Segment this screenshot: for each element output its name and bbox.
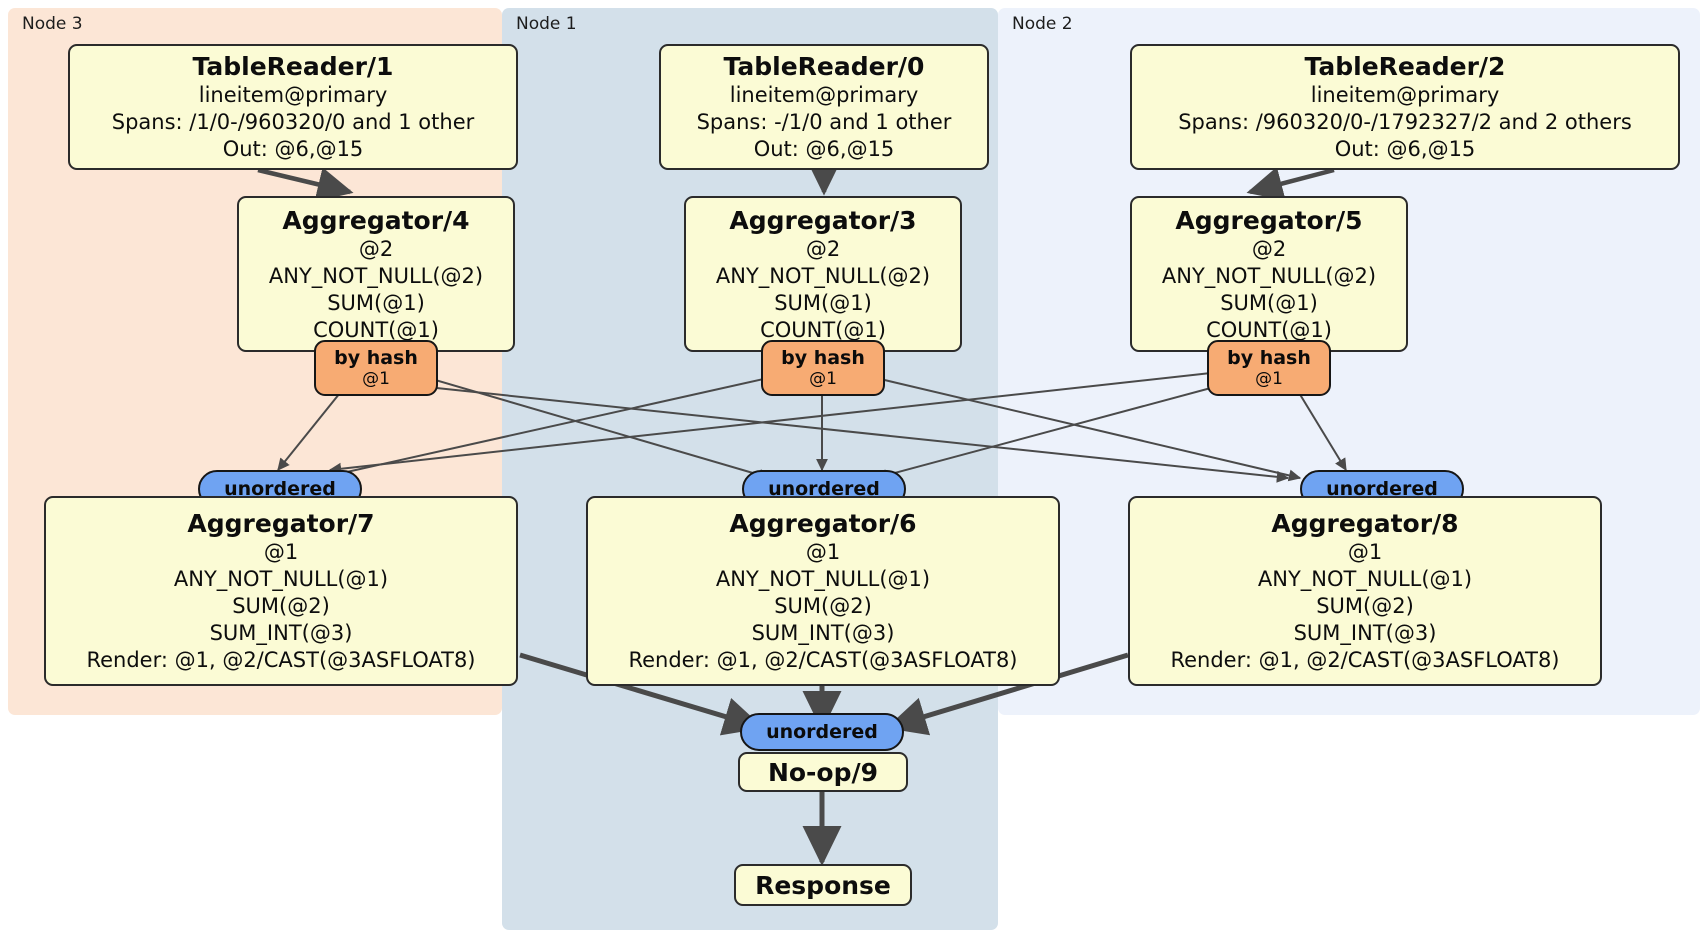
processor-line: Out: @6,@15 bbox=[222, 137, 364, 161]
processor-aggregator-5[interactable]: Aggregator/5 @2 ANY_NOT_NULL(@2) SUM(@1)… bbox=[1130, 196, 1408, 352]
processor-line: @1 bbox=[263, 540, 299, 564]
processor-line: Out: @6,@15 bbox=[753, 137, 895, 161]
processor-title: TableReader/0 bbox=[723, 52, 925, 81]
processor-line: SUM(@2) bbox=[232, 594, 330, 618]
processor-line: ANY_NOT_NULL(@1) bbox=[1257, 567, 1473, 591]
router-label: by hash bbox=[334, 347, 418, 369]
processor-title: Aggregator/3 bbox=[729, 205, 917, 235]
processor-line: SUM(@1) bbox=[774, 290, 872, 315]
processor-line: lineitem@primary bbox=[729, 83, 919, 107]
processor-line: SUM(@2) bbox=[1316, 594, 1414, 618]
processor-line: Render: @1, @2/CAST(@3ASFLOAT8) bbox=[628, 648, 1018, 672]
processor-line: Spans: /1/0-/960320/0 and 1 other bbox=[111, 110, 475, 134]
node-label-node1: Node 1 bbox=[516, 14, 577, 34]
processor-title: Aggregator/7 bbox=[187, 509, 375, 538]
processor-line: SUM_INT(@3) bbox=[1293, 621, 1437, 645]
router-label: by hash bbox=[781, 347, 865, 369]
synchronizer-unordered-final[interactable]: unordered bbox=[740, 713, 904, 751]
processor-aggregator-8[interactable]: Aggregator/8 @1 ANY_NOT_NULL(@1) SUM(@2)… bbox=[1128, 496, 1602, 686]
node-label-node3: Node 3 bbox=[22, 14, 83, 34]
synchronizer-label: unordered bbox=[766, 721, 878, 743]
processor-line: ANY_NOT_NULL(@1) bbox=[173, 567, 389, 591]
processor-line: lineitem@primary bbox=[1310, 83, 1500, 107]
synchronizer-label: unordered bbox=[768, 478, 880, 500]
processor-title: Response bbox=[755, 870, 891, 900]
router-by-hash-center[interactable]: by hash @1 bbox=[761, 340, 885, 396]
processor-line: Out: @6,@15 bbox=[1334, 137, 1476, 161]
router-sublabel: @1 bbox=[1255, 369, 1283, 389]
processor-line: Spans: /960320/0-/1792327/2 and 2 others bbox=[1178, 110, 1632, 134]
processor-aggregator-3[interactable]: Aggregator/3 @2 ANY_NOT_NULL(@2) SUM(@1)… bbox=[684, 196, 962, 352]
processor-line: ANY_NOT_NULL(@2) bbox=[1161, 263, 1377, 288]
router-by-hash-right[interactable]: by hash @1 bbox=[1207, 340, 1331, 396]
processor-tablereader-1[interactable]: TableReader/1 lineitem@primary Spans: /1… bbox=[68, 44, 518, 170]
processor-line: SUM_INT(@3) bbox=[209, 621, 353, 645]
synchronizer-label: unordered bbox=[224, 478, 336, 500]
processor-line: @2 bbox=[358, 236, 394, 261]
processor-line: @2 bbox=[805, 236, 841, 261]
processor-aggregator-4[interactable]: Aggregator/4 @2 ANY_NOT_NULL(@2) SUM(@1)… bbox=[237, 196, 515, 352]
processor-line: SUM(@2) bbox=[774, 594, 872, 618]
processor-line: COUNT(@1) bbox=[1206, 317, 1332, 342]
router-by-hash-left[interactable]: by hash @1 bbox=[314, 340, 438, 396]
processor-line: COUNT(@1) bbox=[313, 317, 439, 342]
processor-aggregator-6[interactable]: Aggregator/6 @1 ANY_NOT_NULL(@1) SUM(@2)… bbox=[586, 496, 1060, 686]
processor-line: SUM(@1) bbox=[1220, 290, 1318, 315]
processor-tablereader-0[interactable]: TableReader/0 lineitem@primary Spans: -/… bbox=[659, 44, 989, 170]
processor-line: @1 bbox=[1347, 540, 1383, 564]
processor-line: SUM_INT(@3) bbox=[751, 621, 895, 645]
processor-line: Render: @1, @2/CAST(@3ASFLOAT8) bbox=[1170, 648, 1560, 672]
processor-line: @2 bbox=[1251, 236, 1287, 261]
processor-no-op-9[interactable]: No-op/9 bbox=[738, 752, 908, 792]
router-label: by hash bbox=[1227, 347, 1311, 369]
processor-title: Aggregator/4 bbox=[282, 205, 470, 235]
processor-line: SUM(@1) bbox=[327, 290, 425, 315]
processor-line: COUNT(@1) bbox=[760, 317, 886, 342]
processor-line: ANY_NOT_NULL(@2) bbox=[268, 263, 484, 288]
processor-title: Aggregator/5 bbox=[1175, 205, 1363, 235]
node-label-node2: Node 2 bbox=[1012, 14, 1073, 34]
router-sublabel: @1 bbox=[809, 369, 837, 389]
processor-line: ANY_NOT_NULL(@1) bbox=[715, 567, 931, 591]
processor-title: Aggregator/8 bbox=[1271, 509, 1459, 538]
processor-line: lineitem@primary bbox=[198, 83, 388, 107]
processor-response[interactable]: Response bbox=[734, 864, 912, 906]
processor-line: Render: @1, @2/CAST(@3ASFLOAT8) bbox=[86, 648, 476, 672]
router-sublabel: @1 bbox=[362, 369, 390, 389]
processor-line: ANY_NOT_NULL(@2) bbox=[715, 263, 931, 288]
processor-title: TableReader/2 bbox=[1304, 52, 1506, 81]
processor-title: No-op/9 bbox=[767, 757, 879, 787]
processor-tablereader-2[interactable]: TableReader/2 lineitem@primary Spans: /9… bbox=[1130, 44, 1680, 170]
processor-line: Spans: -/1/0 and 1 other bbox=[696, 110, 952, 134]
processor-title: TableReader/1 bbox=[192, 52, 394, 81]
processor-title: Aggregator/6 bbox=[729, 509, 917, 538]
processor-aggregator-7[interactable]: Aggregator/7 @1 ANY_NOT_NULL(@1) SUM(@2)… bbox=[44, 496, 518, 686]
synchronizer-label: unordered bbox=[1326, 478, 1438, 500]
processor-line: @1 bbox=[805, 540, 841, 564]
